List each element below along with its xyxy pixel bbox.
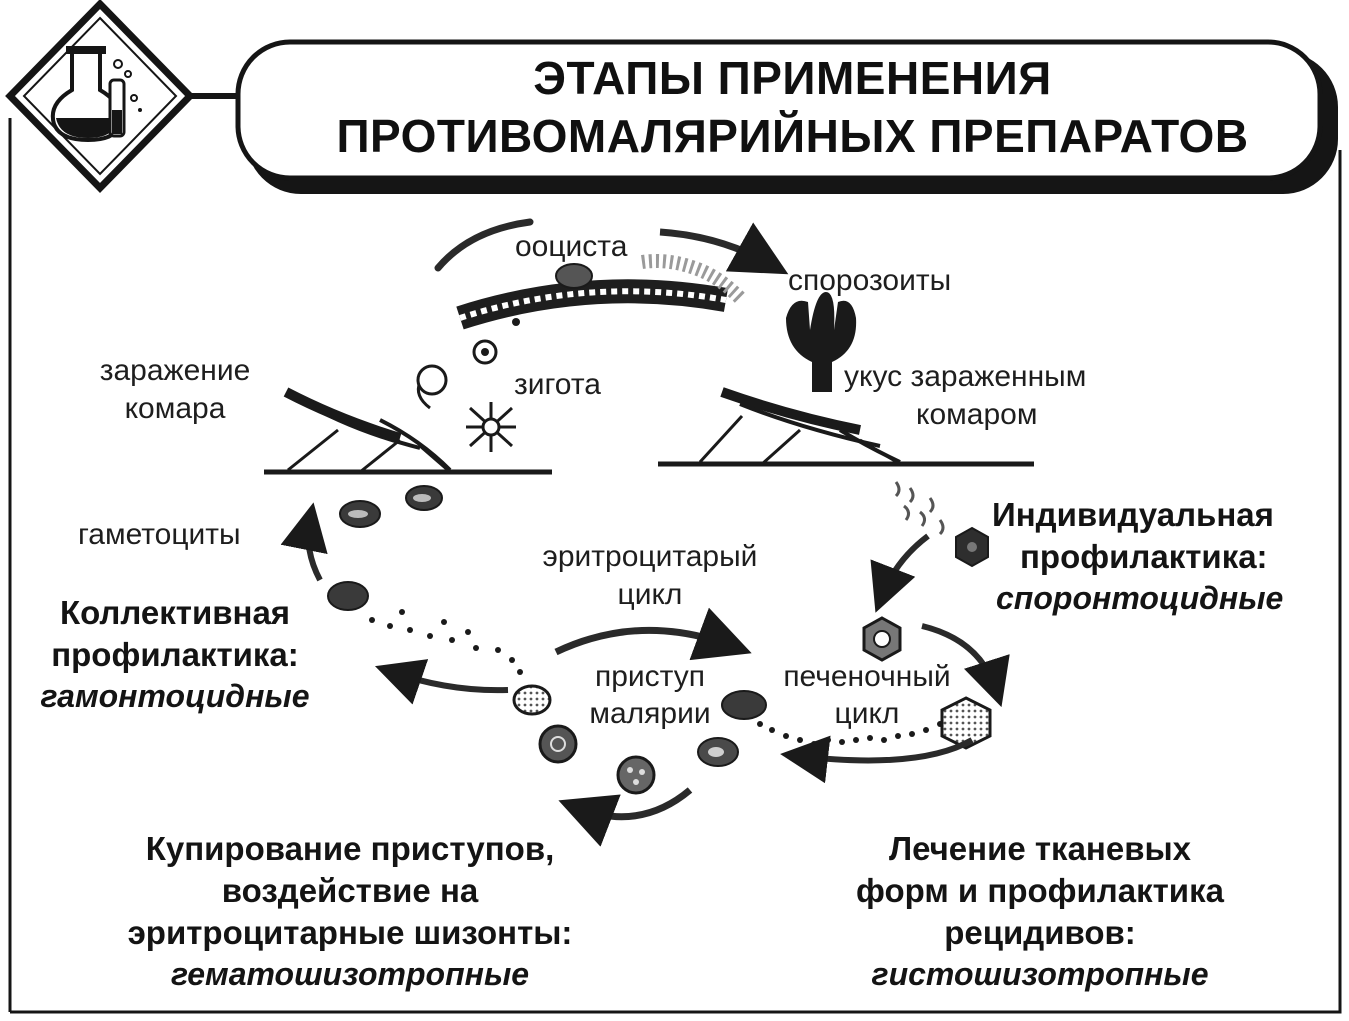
liver-merozoite-cell [940, 696, 992, 750]
ookinete-icon [466, 402, 516, 452]
label-attack-2: малярии [589, 697, 711, 730]
sporozoites-entering [894, 481, 945, 536]
title-line-1: ЭТАПЫ ПРИМЕНЕНИЯ [533, 52, 1052, 104]
blood-schizonts-line-2: воздействие на [221, 872, 479, 909]
label-zygote: зигота [514, 368, 601, 401]
title-line-2: ПРОТИВОМАЛЯРИЙНЫХ ПРЕПАРАТОВ [336, 110, 1249, 162]
label-infected-bite-1: укус зараженным [844, 360, 1087, 393]
erythrocyte-schizont [616, 755, 656, 795]
tissue-forms-line-2: форм и профилактика [856, 872, 1224, 909]
arrow-collective [374, 659, 509, 705]
tissue-forms-drug-class: гистошизотропные [871, 956, 1209, 992]
tissue-forms-line-1: Лечение тканевых [888, 830, 1192, 867]
individual-drug-class: споронтоцидные [996, 580, 1284, 616]
erythrocyte-ring [721, 690, 767, 720]
erythrocyte-segmenter [538, 724, 578, 764]
label-mosquito-infection-1: заражение [99, 354, 251, 387]
released-merozoites [369, 609, 523, 675]
collective-drug-class: гамонтоцидные [40, 678, 310, 714]
collective-line-1: Коллективная [59, 594, 291, 631]
label-infected-bite-2: комаром [916, 398, 1038, 431]
individual-line-1: Индивидуальная [992, 496, 1274, 533]
arrow-to-sporozoites [659, 222, 789, 275]
label-gametocytes: гаметоциты [78, 518, 241, 551]
erythrocytic-arrow-top [554, 607, 752, 661]
title-banner [235, 39, 1338, 194]
tissue-forms-line-3: рецидивов: [944, 914, 1136, 951]
label-liver-1: печеночный [783, 660, 951, 693]
blood-schizonts-line-3: эритроцитарные шизонты: [127, 914, 573, 951]
label-erythrocytic-2: цикл [617, 578, 683, 611]
collective-line-2: профилактика: [51, 636, 299, 673]
flask-icon [5, 0, 195, 194]
erythrocytic-arrow-bottom [558, 787, 693, 847]
salivary-gland-icon [786, 292, 857, 392]
page-frame [8, 93, 1342, 1014]
arrow-to-liver [870, 533, 930, 613]
label-sporozoites: спорозоиты [788, 264, 952, 297]
erythrocyte-rupture [512, 684, 552, 716]
label-oocyst: ооциста [515, 230, 628, 263]
label-attack-1: приступ [594, 660, 705, 693]
mosquito-right [658, 387, 1034, 467]
label-erythrocytic-1: эритроцитарый [542, 540, 758, 573]
blood-schizonts-line-1: Купирование приступов, [145, 830, 555, 867]
arrow-to-gametocytes [280, 502, 328, 582]
label-liver-2: цикл [834, 697, 900, 730]
arrow-to-oocyst [434, 218, 534, 272]
merozoite-trail [757, 721, 943, 747]
gametocyte-cell-3 [327, 581, 369, 611]
mosquito-gut [456, 254, 745, 330]
label-mosquito-infection-2: комара [124, 392, 226, 425]
individual-line-2: профилактика: [1020, 538, 1268, 575]
liver-cycle-arrow-bottom [780, 735, 974, 784]
blood-schizonts-drug-class: гематошизотропные [170, 956, 530, 992]
mosquito-left [264, 364, 552, 475]
liver-cycle-arrow-right [921, 623, 1010, 708]
